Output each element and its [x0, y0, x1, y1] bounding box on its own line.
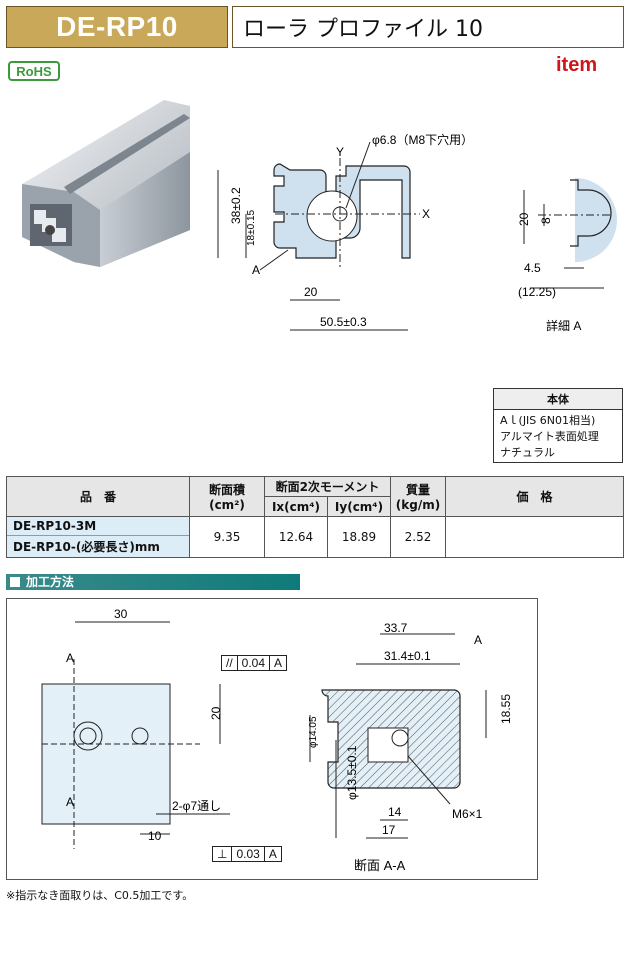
- item-logo: item: [556, 54, 598, 76]
- ix-cell: 12.64: [264, 516, 328, 558]
- height-dimension: 38±0.2: [229, 187, 243, 224]
- y-axis-label: Y: [336, 145, 344, 159]
- machining-plan-drawing: 30 A A 20 2-φ7通し 10: [41, 607, 230, 849]
- col-item: 品 番: [6, 476, 190, 517]
- thread-spec: M6×1: [452, 807, 483, 821]
- section-a-bottom: A: [66, 795, 74, 809]
- dim-337: 33.7: [384, 621, 408, 635]
- material-lines: Aｌ(JIS 6N01相当) アルマイト表面処理 ナチュラル: [493, 409, 623, 463]
- height-20: 20: [209, 706, 223, 720]
- section-aa-drawing: 33.7 A 31.4±0.1 18.55 φ14.05 φ13.5±0.1 1…: [308, 621, 513, 873]
- material-table: 本体 Aｌ(JIS 6N01相当) アルマイト表面処理 ナチュラル: [493, 388, 623, 463]
- width-30: 30: [114, 607, 128, 621]
- section-bar: [6, 574, 300, 590]
- dim-14: 14: [388, 805, 402, 819]
- section-title: 加工方法: [10, 574, 74, 590]
- detail-height-8: 8: [539, 217, 553, 224]
- detail-title: 詳細 A: [546, 318, 581, 333]
- ref-a: A: [474, 633, 482, 647]
- material-line: Aｌ(JIS 6N01相当): [500, 414, 596, 427]
- hole-dimension: φ6.8（M8下穴用）: [372, 132, 473, 147]
- col-area: 断面積(cm²): [189, 476, 265, 517]
- machining-box: [6, 598, 538, 880]
- dim-135: φ13.5±0.1: [345, 745, 359, 800]
- dim-17: 17: [382, 823, 396, 837]
- profile-section-drawing: φ6.8（M8下穴用） Y X 38±0.2 18±0.15 20 50.5±0…: [217, 132, 473, 331]
- area-cell: 9.35: [189, 516, 265, 558]
- hole-spec: 2-φ7通し: [172, 799, 221, 813]
- detail-width-1225: (12.25): [518, 285, 556, 299]
- iy-cell: 18.89: [327, 516, 391, 558]
- material-line: アルマイト表面処理: [500, 430, 599, 443]
- chamfer-note: ※指示なき面取りは、C0.5加工です。: [6, 889, 194, 902]
- mass-cell: 2.52: [390, 516, 446, 558]
- rohs-badge: RoHS: [8, 61, 60, 81]
- col-ix: Ix(cm⁴): [264, 496, 328, 517]
- dim-1405: φ14.05: [308, 716, 319, 748]
- dim-314: 31.4±0.1: [384, 649, 431, 663]
- spec-table: 品 番 断面積(cm²) 断面2次モーメント 質量(kg/m) 価 格 Ix(c…: [6, 476, 624, 558]
- material-line: ナチュラル: [500, 446, 555, 459]
- detail-height-20: 20: [517, 212, 531, 226]
- col-moment: 断面2次モーメント: [264, 476, 391, 497]
- section-a-top: A: [66, 651, 74, 665]
- table-row: DE-RP10-3M DE-RP10-(必要長さ)mm 9.35 12.64 1…: [6, 516, 624, 558]
- col-price: 価 格: [445, 476, 624, 517]
- product-code: DE-RP10: [56, 11, 178, 42]
- detail-a-drawing: 20 8 4.5 (12.25) 詳細 A: [517, 178, 617, 333]
- product-name-banner: ローラ プロファイル 10: [232, 6, 624, 48]
- col-mass: 質量(kg/m): [390, 476, 446, 517]
- x-axis-label: X: [422, 207, 430, 221]
- width-10: 10: [148, 829, 162, 843]
- dim-1855: 18.55: [499, 694, 513, 724]
- detail-a-marker: A: [252, 263, 260, 277]
- product-code-banner: DE-RP10: [6, 6, 228, 48]
- col-iy: Iy(cm⁴): [327, 496, 391, 517]
- detail-width-45: 4.5: [524, 261, 541, 275]
- profile-3d-image: [22, 100, 190, 267]
- section-square-icon: [10, 577, 20, 587]
- width-total-dimension: 50.5±0.3: [320, 315, 367, 329]
- perpendicularity-frame: ⊥ 0.03 A: [212, 846, 282, 862]
- parallelism-frame: // 0.04 A: [221, 655, 288, 671]
- center-height-dimension: 18±0.15: [246, 209, 257, 246]
- product-name: ローラ プロファイル 10: [243, 17, 483, 42]
- price-cell: [445, 516, 624, 558]
- material-header: 本体: [493, 388, 623, 410]
- width-20-dimension: 20: [304, 285, 318, 299]
- section-aa-title: 断面 A-A: [354, 858, 406, 873]
- item-cell: DE-RP10-3M DE-RP10-(必要長さ)mm: [6, 516, 190, 558]
